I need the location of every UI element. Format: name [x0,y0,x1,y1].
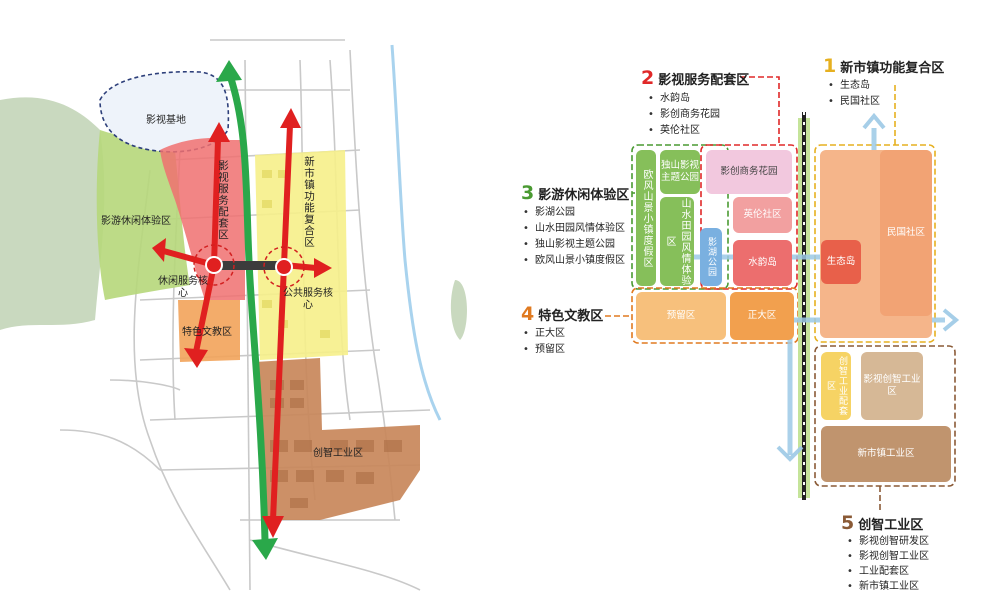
public-core-dot [275,258,293,276]
label-innovation-industry: 创智工业区 [313,448,363,459]
section-4-number: 4 [521,303,535,325]
land-use-map [0,39,467,591]
list-item: 独山影视主题公园 [521,237,625,253]
zone-yinglun: 英伦社区 [733,197,792,233]
group-2-outline [700,144,798,290]
list-item: 预留区 [521,342,565,358]
leisure-core-ring [193,244,235,286]
label-film-base: 影视基地 [146,115,186,126]
river [390,44,442,421]
green-axis [224,68,269,541]
section-1-number: 1 [823,55,837,77]
zone-yingshi-gongye: 影视创智工业区 [861,352,923,420]
list-item: 影视创智研发区 [845,534,929,549]
red-axes [157,122,319,523]
section-3-list: 影湖公园 山水田园风情体验区 独山影视主题公园 欧风山景小镇度假区 [521,205,625,269]
section-2-title: 影视服务配套区 [658,73,750,88]
section-2-number: 2 [641,67,655,89]
list-item: 正大区 [521,326,565,342]
label-public-core: 公共服务核心 [283,288,333,311]
red-arrow-heads [152,108,332,538]
label-leisure-core: 休闲服务核心 [158,276,208,299]
section-1-title: 新市镇功能复合区 [840,61,945,76]
zone-minguo: 民国社区 [880,150,932,316]
label-film-service: 影视服务配套区 [217,160,229,241]
zone-zhengda: 正大区 [730,292,794,340]
list-item: 欧风山景小镇度假区 [521,253,625,269]
zone-chuangzhi-peitao: 创智工业配套区 [821,352,851,420]
section-5-list: 影视创智研发区 影视创智工业区 工业配套区 新市镇工业区 [845,534,929,594]
zone-yuliu: 预留区 [636,292,726,340]
zone-shengtai: 生态岛 [821,240,861,284]
zone-xinshizhen-gongye: 新市镇工业区 [821,426,951,482]
section-5-title: 创智工业区 [858,518,924,533]
section-2-list: 水韵岛 影创商务花园 英伦社区 [646,91,720,139]
label-new-town: 新市镇功能复合区 [303,156,315,248]
green-axis-arrow-top [216,60,242,82]
zone-culture-edu [178,300,240,362]
zone-dushan: 独山影视主题公园 [660,150,700,194]
list-item: 英伦社区 [646,123,720,139]
list-item: 生态岛 [826,78,880,94]
label-tourism-leisure: 影游休闲体验区 [101,216,171,227]
section-3-number: 3 [521,182,535,204]
section-4-title: 特色文教区 [538,309,604,324]
section-3-title: 影游休闲体验区 [538,188,630,203]
list-item: 影创商务花园 [646,107,720,123]
list-item: 影视创智工业区 [845,549,929,564]
group-5-outline [814,345,956,487]
list-item: 工业配套区 [845,564,929,579]
section-4-list: 正大区 预留区 [521,326,565,358]
zone-film-base [99,70,230,153]
section-1-list: 生态岛 民国社区 [826,78,880,110]
zone-yingchuang: 影创商务花园 [706,150,792,194]
list-item: 影湖公园 [521,205,625,221]
core-connector [214,261,284,270]
list-item: 山水田园风情体验区 [521,221,625,237]
list-item: 民国社区 [826,94,880,110]
list-item: 水韵岛 [646,91,720,107]
hill-left [0,97,105,330]
zone-new-town [255,150,348,360]
label-culture-edu: 特色文教区 [182,327,232,338]
green-axis-arrow-bottom [252,538,278,560]
zone-shanshui: 山水田园风情体验区 [660,197,694,286]
zone-yinghu: 影湖公园 [700,228,722,286]
hill-right [450,280,467,340]
section-5-number: 5 [841,512,855,534]
leisure-core-dot [205,256,223,274]
leader-2 [740,76,780,145]
zone-shuiyun: 水韵岛 [733,240,792,286]
list-item: 新市镇工业区 [845,579,929,594]
public-core-ring [263,246,305,288]
group-3-outline [631,144,729,290]
zone-film-service [160,138,245,300]
zone-oufeng: 欧风山景小镇度假区 [636,150,656,286]
